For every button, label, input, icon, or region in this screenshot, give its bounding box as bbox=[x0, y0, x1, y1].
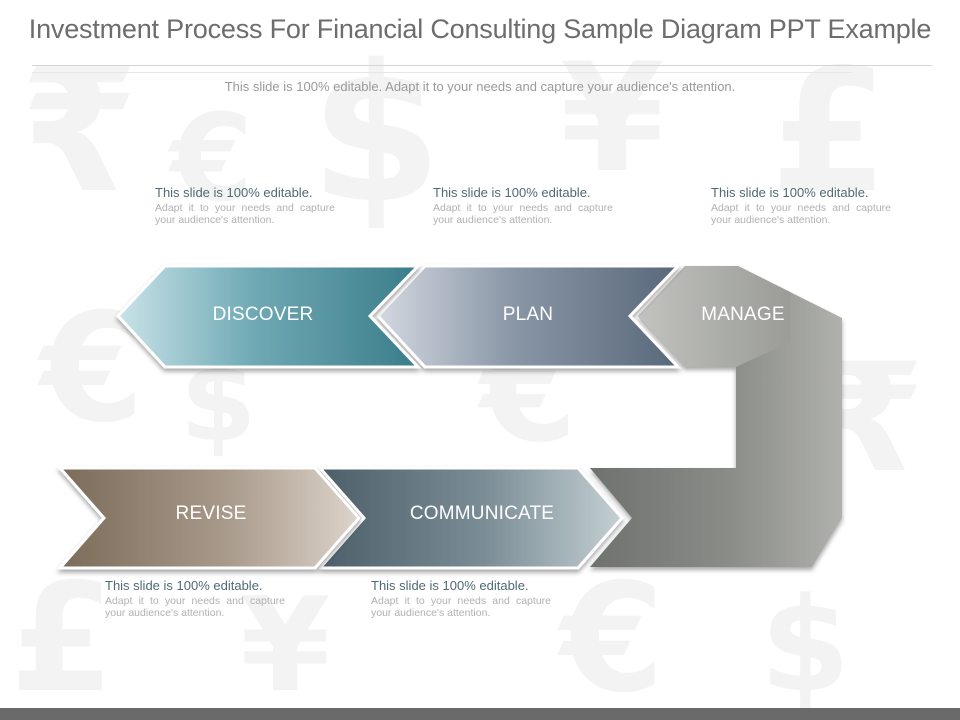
note-revise: This slide is 100% editable. Adapt it to… bbox=[105, 578, 285, 619]
svg-text:£: £ bbox=[10, 552, 114, 720]
note-communicate: This slide is 100% editable. Adapt it to… bbox=[371, 578, 551, 619]
svg-text:¥: ¥ bbox=[240, 569, 330, 720]
manage-arrow-head bbox=[638, 266, 790, 367]
stage-label-manage: MANAGE bbox=[701, 304, 785, 325]
stage-label-communicate: COMMUNICATE bbox=[409, 503, 555, 524]
discover-arrow bbox=[115, 264, 422, 369]
plan-arrow bbox=[375, 264, 682, 369]
svg-text:$: $ bbox=[310, 24, 442, 245]
note-discover: This slide is 100% editable. Adapt it to… bbox=[155, 185, 335, 226]
svg-text:¥: ¥ bbox=[560, 32, 664, 206]
note-heading: This slide is 100% editable. bbox=[711, 185, 869, 200]
note-heading: This slide is 100% editable. bbox=[433, 185, 591, 200]
svg-text:£: £ bbox=[770, 33, 888, 231]
svg-text:€: € bbox=[557, 552, 664, 720]
note-heading: This slide is 100% editable. bbox=[371, 578, 529, 593]
revise-arrow bbox=[56, 466, 361, 570]
note-body: Adapt it to your needs and capture your … bbox=[105, 595, 285, 619]
note-body: Adapt it to your needs and capture your … bbox=[155, 202, 335, 226]
svg-text:₹: ₹ bbox=[20, 33, 138, 231]
slide-title: Investment Process For Financial Consult… bbox=[28, 14, 932, 44]
note-heading: This slide is 100% editable. bbox=[155, 185, 313, 200]
stage-label-discover: DISCOVER bbox=[212, 304, 314, 325]
stage-label-plan: PLAN bbox=[502, 304, 554, 325]
slide-subtitle: This slide is 100% editable. Adapt it to… bbox=[224, 79, 736, 94]
note-manage: This slide is 100% editable. Adapt it to… bbox=[711, 185, 891, 226]
title-divider bbox=[32, 65, 932, 66]
note-body: Adapt it to your needs and capture your … bbox=[371, 595, 551, 619]
note-body: Adapt it to your needs and capture your … bbox=[711, 202, 891, 226]
communicate-arrow bbox=[316, 466, 624, 570]
title-divider-secondary bbox=[32, 72, 852, 73]
note-body: Adapt it to your needs and capture your … bbox=[433, 202, 613, 226]
stage-label-revise: REVISE bbox=[175, 503, 247, 524]
note-plan: This slide is 100% editable. Adapt it to… bbox=[433, 185, 613, 226]
note-heading: This slide is 100% editable. bbox=[105, 578, 263, 593]
svg-text:€: € bbox=[167, 90, 254, 229]
footer-bar bbox=[0, 708, 960, 720]
svg-text:$: $ bbox=[760, 569, 850, 720]
